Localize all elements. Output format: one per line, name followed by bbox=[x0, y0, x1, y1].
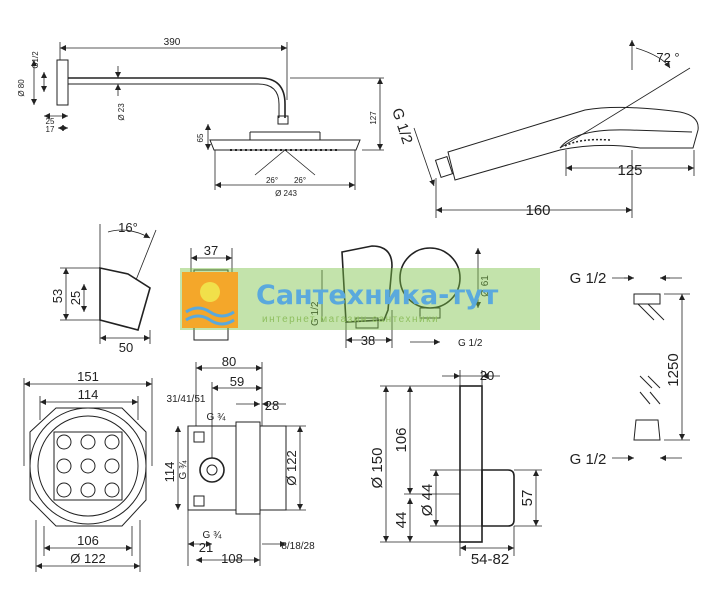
installation-box-drawing bbox=[23, 378, 153, 572]
body-thread-side-label: G ¾ bbox=[178, 460, 189, 480]
hand-shower-head-length-label: 125 bbox=[617, 162, 642, 179]
hand-shower-drawing bbox=[413, 40, 699, 218]
projection-range-label: 54-82 bbox=[471, 551, 509, 568]
hand-shower-length-label: 160 bbox=[525, 202, 550, 219]
box-hole bbox=[80, 458, 96, 474]
connector-depth-label: 38 bbox=[361, 333, 375, 348]
plate-106-label: 106 bbox=[393, 427, 410, 452]
watermark-logo bbox=[180, 268, 540, 330]
holder-width-label: 50 bbox=[119, 340, 133, 355]
plate-44-label: 44 bbox=[393, 512, 410, 529]
arm-tube-diameter-label: Ø 23 bbox=[117, 103, 126, 121]
box-hole bbox=[56, 482, 72, 498]
body-21-label: 21 bbox=[199, 540, 213, 555]
plate-diameter-label: Ø 150 bbox=[369, 448, 386, 489]
box-hole bbox=[56, 434, 72, 450]
hand-shower-angle-label: 72 ° bbox=[656, 50, 679, 65]
connector-thread-vertical-label: G 1/2 bbox=[310, 301, 321, 326]
hose-length-label: 1250 bbox=[665, 353, 682, 386]
arm-17-label: 17 bbox=[46, 125, 55, 134]
box-bottom-width-label: 106 bbox=[77, 533, 99, 548]
body-width-label: 80 bbox=[222, 354, 236, 369]
head-diameter-label: Ø 243 bbox=[275, 189, 297, 198]
mixer-body-drawing bbox=[175, 362, 306, 566]
body-thread-top-label: G ¾ bbox=[207, 412, 227, 423]
body-thread-bottom-label: G ¾ bbox=[203, 530, 223, 541]
watermark-tagline: интернет магазин сантехники bbox=[262, 314, 439, 325]
body-diameter-label: Ø 122 bbox=[284, 450, 299, 485]
arm-length-label: 390 bbox=[164, 37, 181, 48]
knob-height-label: 57 bbox=[519, 490, 536, 507]
hand-shower-thread-label: G 1/2 bbox=[388, 106, 416, 146]
shower-hose-drawing bbox=[612, 275, 690, 461]
box-hole bbox=[104, 434, 120, 450]
body-28-label: 28 bbox=[265, 398, 279, 413]
arm-drop-label: 127 bbox=[369, 111, 378, 125]
box-outer-width-label: 151 bbox=[77, 369, 99, 384]
body-offset-options-label: 8/18/28 bbox=[281, 541, 315, 552]
body-108-label: 108 bbox=[221, 551, 243, 566]
box-diameter-label: Ø 122 bbox=[70, 551, 105, 566]
knob-diameter-label: Ø 44 bbox=[419, 484, 436, 517]
body-height-label: 114 bbox=[162, 462, 177, 483]
hose-top-thread-label: G 1/2 bbox=[570, 270, 607, 287]
holder-angle-label: 16° bbox=[118, 220, 138, 235]
connector-thread-horizontal-label: G 1/2 bbox=[458, 338, 483, 349]
plate-thickness-label: 20 bbox=[480, 368, 494, 383]
connector-diameter-label: Ø 61 bbox=[480, 275, 491, 297]
box-inner-width-label: 114 bbox=[78, 387, 99, 402]
arm-flange-diameter-label: Ø 80 bbox=[17, 79, 26, 97]
box-hole-grid bbox=[56, 434, 120, 498]
box-hole bbox=[56, 458, 72, 474]
box-hole bbox=[104, 482, 120, 498]
hose-bottom-thread-label: G 1/2 bbox=[570, 451, 607, 468]
arm-25-label: 25 bbox=[46, 117, 55, 126]
box-hole bbox=[80, 482, 96, 498]
holder-height-label: 53 bbox=[50, 289, 65, 303]
box-hole bbox=[80, 434, 96, 450]
wall-holder-drawing bbox=[60, 224, 157, 344]
shower-arm-drawing bbox=[31, 42, 384, 190]
watermark-brand: Сантехника-тут bbox=[256, 280, 499, 311]
head-height-label: 65 bbox=[196, 133, 205, 142]
spray-angle-left-label: 26° bbox=[266, 176, 278, 185]
thermostat-drawing bbox=[380, 370, 542, 556]
connector-width-label: 37 bbox=[204, 243, 218, 258]
body-59-label: 59 bbox=[230, 374, 244, 389]
holder-25-label: 25 bbox=[68, 291, 83, 305]
box-hole bbox=[104, 458, 120, 474]
body-depth-options-label: 31/41/51 bbox=[167, 394, 206, 405]
spray-angle-right-label: 26° bbox=[294, 176, 306, 185]
arm-thread-label: G1/2 bbox=[31, 51, 40, 69]
